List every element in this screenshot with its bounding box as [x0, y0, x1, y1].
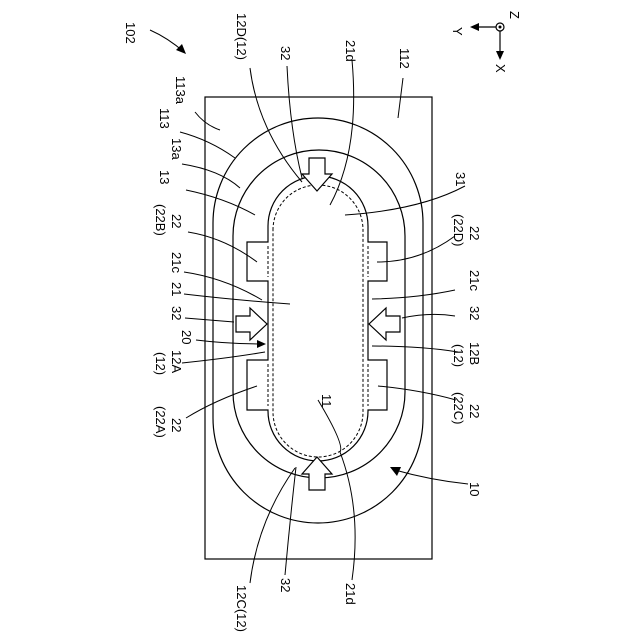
label-31: 31 [453, 172, 468, 186]
arrow-32-left [236, 308, 267, 340]
label-32-right: 32 [467, 306, 482, 320]
label-22B-sub: (22B) [153, 204, 168, 236]
figure-number: 102 [123, 22, 138, 44]
dashed-outline-31 [273, 185, 363, 457]
label-32-bottom: 32 [278, 578, 293, 592]
label-21: 21 [169, 282, 184, 296]
label-12A-num: 12A [169, 350, 184, 373]
axis-indicator [470, 23, 504, 60]
label-11: 11 [319, 394, 334, 408]
label-21c-right: 21c [467, 270, 482, 291]
label-22C-sub: (22C) [451, 392, 466, 425]
label-22B-num: 22 [169, 214, 184, 228]
label-112: 112 [397, 48, 412, 69]
label-22C-num: 22 [467, 404, 482, 418]
leader-20-arrowhead [257, 340, 266, 348]
label-10: 10 [467, 482, 482, 496]
label-21d-bottom: 21d [343, 583, 358, 605]
label-13a: 13a [169, 138, 184, 160]
core-21-outline [247, 176, 387, 461]
label-22A-num: 22 [169, 418, 184, 432]
axis-z-label: Z [507, 11, 522, 19]
label-12B-num: 12B [467, 342, 482, 365]
label-13: 13 [157, 170, 172, 184]
arrow-32-right [369, 308, 400, 340]
dashed-tab-lines [268, 246, 368, 406]
label-32-left: 32 [169, 306, 184, 320]
label-22D-num: 22 [467, 226, 482, 240]
label-12A-sub: (12) [153, 352, 168, 375]
label-20: 20 [179, 330, 194, 344]
label-113a: 113a [173, 76, 188, 105]
axis-y-label: Y [450, 27, 465, 36]
label-21c-left: 21c [169, 252, 184, 273]
label-113: 113 [157, 108, 172, 129]
label-32-top: 32 [278, 46, 293, 60]
axis-x-label: X [493, 64, 508, 73]
label-22A-sub: (22A) [153, 406, 168, 438]
leader-lines [180, 60, 468, 583]
label-12D: 12D(12) [234, 13, 249, 60]
arrow-32-bottom [302, 457, 332, 490]
label-22D-sub: (22D) [451, 214, 466, 247]
label-21d-top: 21d [343, 40, 358, 62]
label-12B-sub: (12) [451, 344, 466, 367]
figure-number-arrowhead [176, 44, 186, 54]
label-12C: 12C(12) [234, 585, 249, 632]
